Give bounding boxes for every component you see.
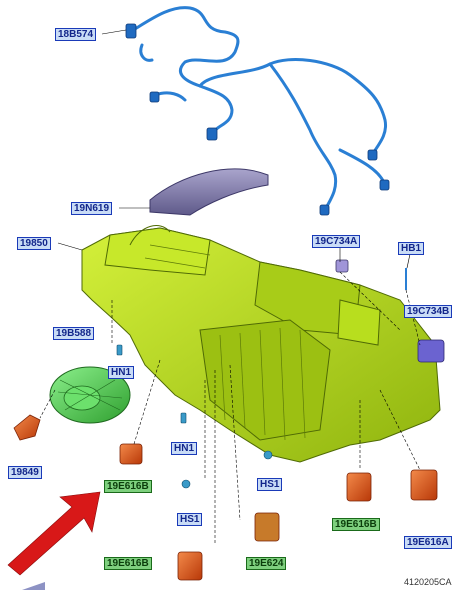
label-19E616B-b: 19E616B: [332, 518, 380, 531]
small-plugs: [116, 344, 273, 489]
label-19C734A: 19C734A: [312, 235, 361, 248]
temperature-sensors: [335, 259, 445, 363]
label-18B574: 18B574: [55, 28, 97, 41]
label-HN1-a: HN1: [108, 366, 135, 379]
label-19B588: 19B588: [53, 327, 95, 340]
label-19E616B-a: 19E616B: [104, 480, 152, 493]
air-duct-cover: [149, 168, 269, 216]
label-19849: 19849: [8, 466, 42, 479]
corner-mark: [22, 582, 45, 590]
label-19N619: 19N619: [71, 202, 113, 215]
leader-lines: [39, 271, 421, 545]
reference-code: 4120205CA: [404, 577, 452, 587]
red-arrow: [7, 491, 101, 576]
label-19C734B: 19C734B: [404, 305, 453, 318]
label-19E616A: 19E616A: [404, 536, 452, 549]
hvac-housing: [81, 225, 441, 463]
label-19850: 19850: [17, 237, 51, 250]
harness-connectors: [125, 23, 390, 216]
label-leaders: [57, 29, 411, 269]
label-HS1-b: HS1: [177, 513, 203, 526]
blower-resistor: [13, 414, 41, 441]
blower-motor: [49, 366, 131, 424]
label-HN1-b: HN1: [171, 442, 198, 455]
label-19E616B-c: 19E616B: [104, 557, 152, 570]
label-HS1-a: HS1: [257, 478, 283, 491]
label-HB1: HB1: [398, 242, 425, 255]
label-19E624: 19E624: [246, 557, 287, 570]
wiring-harness: [128, 6, 388, 212]
actuators: [119, 443, 438, 581]
